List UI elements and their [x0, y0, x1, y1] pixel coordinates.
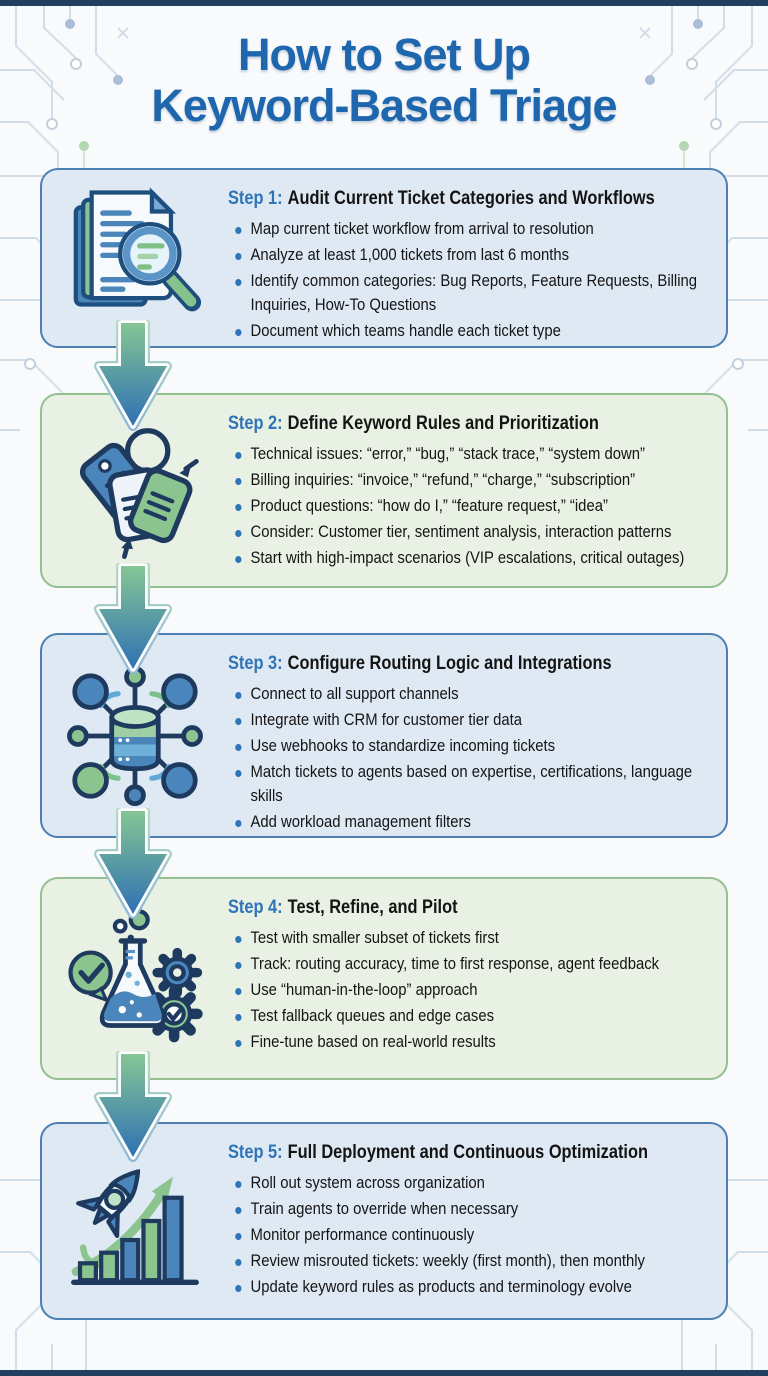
step-4-title: Test, Refine, and Pilot [287, 896, 458, 918]
bullet-item: Connect to all support channels [228, 683, 725, 707]
step-2-label: Step 2: [228, 412, 283, 434]
step-3-card: Step 3:Configure Routing Logic and Integ… [40, 633, 728, 838]
rocket-growth-chart-icon [42, 1124, 228, 1318]
bullet-item: Fine-tune based on real-world results [228, 1031, 725, 1055]
page-title-line1: How to Set Up [238, 29, 531, 80]
step-1-card: Step 1:Audit Current Ticket Categories a… [40, 168, 728, 348]
step-2-title: Define Keyword Rules and Prioritization [287, 412, 599, 434]
step-3-bullets: Connect to all support channels Integrat… [228, 683, 725, 835]
bullet-item: Product questions: “how do I,” “feature … [228, 495, 725, 519]
bullet-item: Test with smaller subset of tickets firs… [228, 927, 725, 951]
bullet-item: Technical issues: “error,” “bug,” “stack… [228, 443, 725, 467]
bullet-item: Consider: Customer tier, sentiment analy… [228, 521, 725, 545]
step-1-heading: Step 1:Audit Current Ticket Categories a… [228, 187, 692, 210]
step-1-bullets: Map current ticket workflow from arrival… [228, 218, 725, 344]
top-border [0, 0, 768, 6]
step-4-bullets: Test with smaller subset of tickets firs… [228, 927, 725, 1055]
price-tags-icon [42, 395, 228, 586]
flask-gears-icon [42, 879, 228, 1078]
bullet-item: Update keyword rules as products and ter… [228, 1276, 725, 1300]
step-1-title: Audit Current Ticket Categories and Work… [287, 187, 655, 209]
step-5-title: Full Deployment and Continuous Optimizat… [287, 1141, 648, 1163]
bullet-item: Review misrouted tickets: weekly (first … [228, 1250, 725, 1274]
step-5-bullets: Roll out system across organization Trai… [228, 1172, 725, 1300]
step-4-heading: Step 4:Test, Refine, and Pilot [228, 896, 692, 919]
documents-magnifier-icon [42, 170, 228, 346]
bullet-item: Use “human-in-the-loop” approach [228, 979, 725, 1003]
step-5-card: Step 5:Full Deployment and Continuous Op… [40, 1122, 728, 1320]
step-3-title: Configure Routing Logic and Integrations [287, 652, 612, 674]
down-arrow-icon [94, 563, 172, 674]
database-network-icon [42, 635, 228, 836]
bullet-item: Integrate with CRM for customer tier dat… [228, 709, 725, 733]
step-5-label: Step 5: [228, 1141, 283, 1163]
bullet-item: Train agents to override when necessary [228, 1198, 725, 1222]
step-3-label: Step 3: [228, 652, 283, 674]
down-arrow-icon [94, 320, 172, 431]
down-arrow-icon [94, 1051, 172, 1162]
bullet-item: Test fallback queues and edge cases [228, 1005, 725, 1029]
step-4-label: Step 4: [228, 896, 283, 918]
bullet-item: Start with high-impact scenarios (VIP es… [228, 547, 725, 571]
bullet-item: Analyze at least 1,000 tickets from last… [228, 244, 725, 268]
step-4-card: Step 4:Test, Refine, and Pilot Test with… [40, 877, 728, 1080]
down-arrow-icon [94, 808, 172, 919]
step-2-bullets: Technical issues: “error,” “bug,” “stack… [228, 443, 725, 571]
step-5-heading: Step 5:Full Deployment and Continuous Op… [228, 1141, 692, 1164]
page-title: How to Set Up Keyword-Based Triage [0, 29, 768, 132]
step-3-heading: Step 3:Configure Routing Logic and Integ… [228, 652, 692, 675]
step-2-heading: Step 2:Define Keyword Rules and Prioriti… [228, 412, 692, 435]
bullet-item: Monitor performance continuously [228, 1224, 725, 1248]
bullet-item: Add workload management filters [228, 811, 725, 835]
bullet-item: Roll out system across organization [228, 1172, 725, 1196]
bullet-item: Document which teams handle each ticket … [228, 320, 725, 344]
page-title-line2: Keyword-Based Triage [151, 79, 617, 131]
step-2-card: Step 2:Define Keyword Rules and Prioriti… [40, 393, 728, 588]
bullet-item: Billing inquiries: “invoice,” “refund,” … [228, 469, 725, 493]
bullet-item: Use webhooks to standardize incoming tic… [228, 735, 725, 759]
bullet-item: Map current ticket workflow from arrival… [228, 218, 725, 242]
step-1-label: Step 1: [228, 187, 283, 209]
bullet-item: Track: routing accuracy, time to first r… [228, 953, 725, 977]
bullet-item: Identify common categories: Bug Reports,… [228, 270, 725, 318]
bullet-item: Match tickets to agents based on experti… [228, 761, 725, 809]
bottom-border [0, 1370, 768, 1376]
